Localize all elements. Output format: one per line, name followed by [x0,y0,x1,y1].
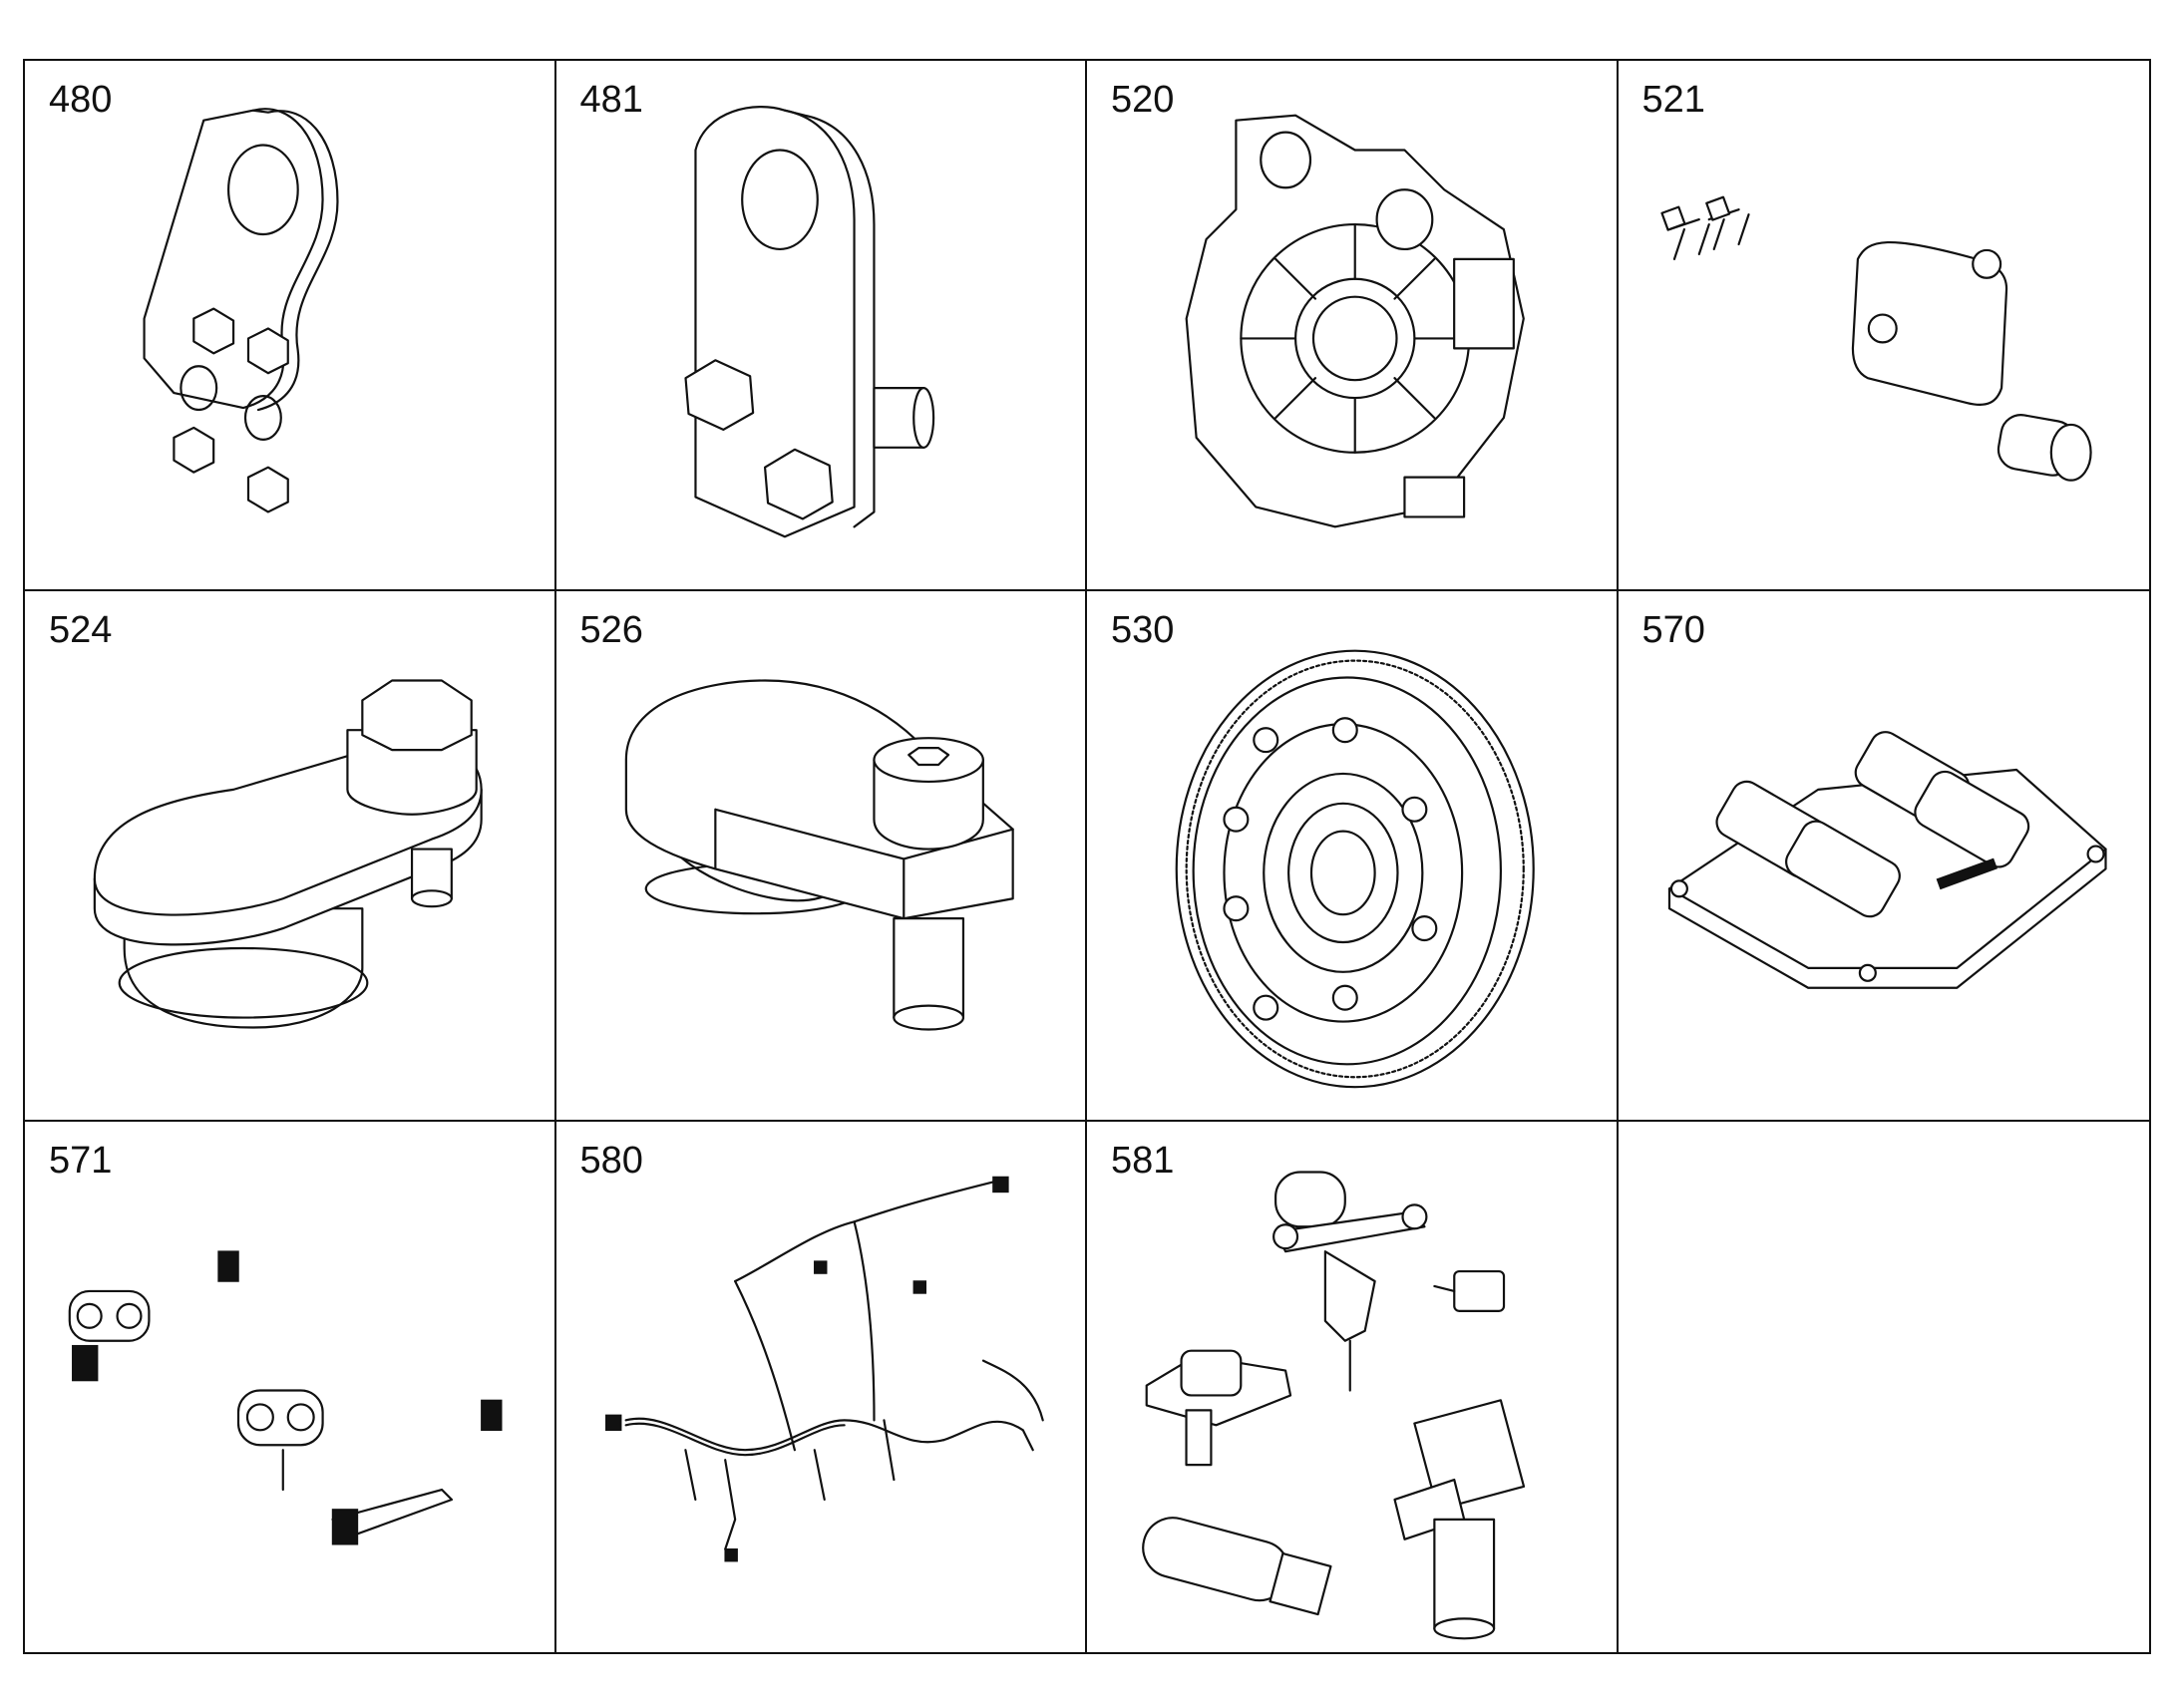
part-number: 580 [579,1140,643,1182]
part-number: 480 [49,79,113,121]
part-cell-524[interactable]: 524 [25,591,556,1122]
part-number: 481 [579,79,643,121]
sensor-set-illustration [1142,1171,1526,1640]
wiring-harness-illustration [604,1176,1044,1562]
cover-plate-kit-illustration [1659,195,2092,482]
part-cell-481[interactable]: 481 [555,61,1087,591]
part-cell-480[interactable]: 480 [25,61,556,591]
cam-plate-socket-bolt-illustration [624,679,1014,1031]
part-cell-530[interactable]: 530 [1087,591,1619,1122]
bracket-two-bolts-illustration [683,106,934,538]
parts-grid: 480 481 520 [23,59,2151,1654]
part-number: 530 [1111,609,1175,651]
flywheel-housing-illustration [1185,114,1525,528]
cam-plate-hex-bolt-illustration [93,679,483,1029]
part-cell-580[interactable]: 580 [556,1122,1087,1652]
flywheel-illustration [1175,649,1535,1089]
part-number: 520 [1111,79,1175,121]
part-cell-521[interactable]: 521 [1618,61,2149,591]
part-cell-571[interactable]: 571 [25,1122,556,1652]
part-cell-520[interactable]: 520 [1087,61,1619,591]
part-cell-526[interactable]: 526 [555,591,1087,1122]
part-number: 526 [579,609,643,651]
part-cell-581[interactable]: 581 [1087,1122,1619,1652]
part-number: 521 [1641,79,1705,121]
valve-block-illustration [1667,731,2107,989]
part-cell-empty [1619,1122,2150,1652]
part-number: 571 [49,1140,113,1182]
part-number: 570 [1641,609,1705,651]
part-number: 524 [49,609,113,651]
part-number: 581 [1111,1140,1175,1182]
part-cell-570[interactable]: 570 [1618,591,2149,1122]
bracket-four-bolts-illustration [143,108,339,513]
clamp-kit-illustration [68,1250,503,1545]
